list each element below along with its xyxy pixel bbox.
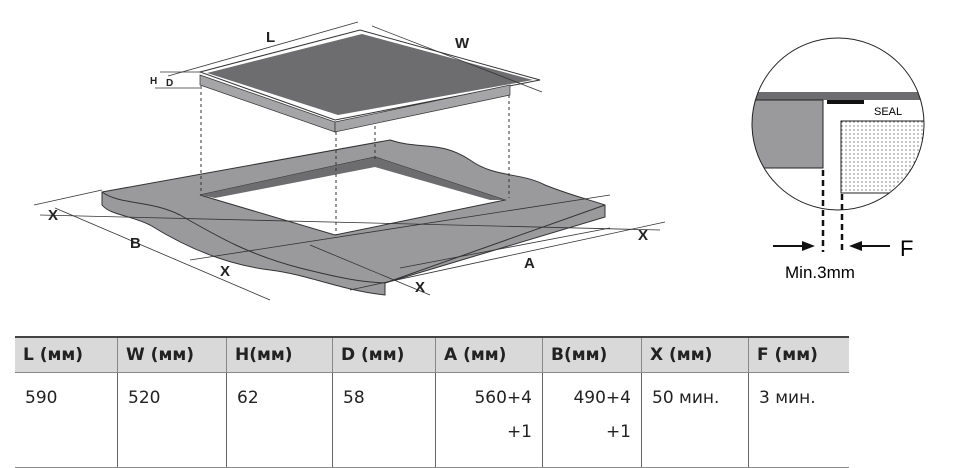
label-x: X — [48, 207, 58, 224]
dimensions-table: L (мм) W (мм) H(мм) D (мм) A (мм) B(мм) … — [15, 336, 849, 468]
label-b: B — [130, 235, 141, 252]
header-w: W (мм) — [117, 336, 227, 373]
label-w: W — [455, 35, 470, 52]
hob — [198, 29, 541, 133]
label-d: D — [166, 78, 173, 89]
cell-w: 520 — [117, 372, 227, 468]
label-x: X — [638, 227, 648, 244]
label-l: L — [266, 29, 275, 46]
cell-h: 62 — [226, 372, 333, 468]
cell-a-tolerance: +1 — [506, 422, 532, 442]
cell-f: 3 мин. — [748, 372, 849, 468]
table-row: 590 520 62 58 560+4 +1 490+4 +1 50 мин. 3 … — [15, 372, 849, 468]
header-a: A (мм) — [435, 336, 543, 373]
label-x: X — [220, 263, 230, 280]
min-gap-label: Min.3mm — [785, 263, 855, 282]
label-x: X — [415, 279, 425, 296]
projection-lines — [200, 86, 510, 235]
cell-d: 58 — [332, 372, 436, 468]
cell-b-tolerance: +1 — [605, 422, 631, 442]
countertop — [101, 139, 606, 296]
cell-x: 50 мин. — [641, 372, 749, 468]
header-h: H(мм) — [226, 336, 333, 373]
header-d: D (мм) — [332, 336, 436, 373]
cell-l: 590 — [15, 372, 118, 468]
label-a: A — [524, 255, 535, 272]
cell-b-value: 490+4 — [573, 388, 631, 408]
label-f: F — [900, 236, 913, 261]
header-x: X (мм) — [641, 336, 749, 373]
table-header-row: L (мм) W (мм) H(мм) D (мм) A (мм) B(мм) … — [15, 336, 849, 373]
cell-b: 490+4 +1 — [542, 372, 642, 468]
label-h: H — [150, 76, 157, 87]
cell-a-value: 560+4 — [474, 388, 532, 408]
header-l: L (мм) — [15, 336, 118, 373]
header-f: F (мм) — [748, 336, 849, 373]
installation-diagram: L W H D X B X X A X SEAL F Min.3mm — [33, 21, 925, 301]
seal-label: SEAL — [874, 106, 902, 118]
dimension-lines — [33, 21, 666, 301]
header-b: B(мм) — [542, 336, 642, 373]
cell-a: 560+4 +1 — [435, 372, 543, 468]
seal-detail: SEAL F Min.3mm — [751, 37, 925, 282]
